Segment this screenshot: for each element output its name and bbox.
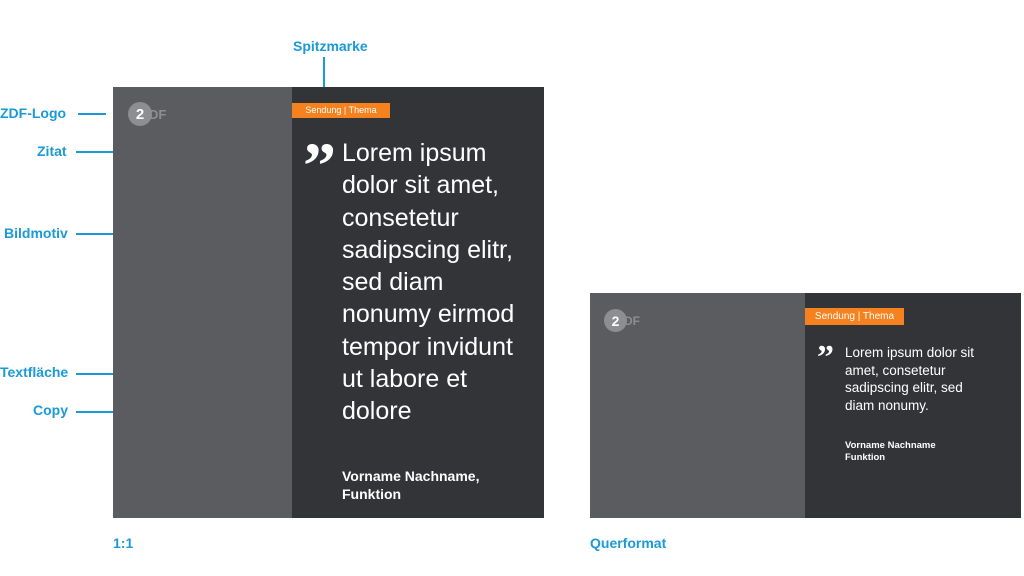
quote-line: sadipscing elitr, <box>342 235 513 264</box>
square-quote-copy: Lorem ipsum dolor sit amet, consetetur s… <box>342 137 514 428</box>
square-caption: 1:1 <box>113 535 134 551</box>
callout-copy: Copy <box>33 402 68 418</box>
quote-line: consetetur <box>342 203 459 232</box>
landscape-image-area <box>590 293 805 518</box>
landscape-text-area <box>805 293 1021 518</box>
author-function: Funktion <box>845 452 886 463</box>
callout-zdf-logo: ZDF-Logo <box>0 105 67 121</box>
quote-line: Lorem ipsum <box>342 139 487 167</box>
quote-line: nonumy eirmod <box>342 300 515 329</box>
zdf-logo-disc: 2 <box>128 102 152 126</box>
square-author: Vorname Nachname, Funktion <box>342 467 479 503</box>
square-image-area <box>113 87 292 518</box>
quote-line: amet, consetetur <box>845 362 946 378</box>
callout-bildmotiv: Bildmotiv <box>4 225 68 241</box>
quote-line: tempor invidunt <box>342 332 513 361</box>
zdf-logo-letters: DF <box>624 313 640 328</box>
leader-bildmotiv <box>76 233 139 235</box>
square-zdf-logo: 2 DF <box>128 102 166 126</box>
landscape-kicker: Sendung | Thema <box>805 308 904 325</box>
quote-line: diam nonumy. <box>845 397 929 413</box>
author-function: Funktion <box>342 486 402 502</box>
quote-line: dolor sit amet, <box>342 171 500 200</box>
quote-line: ut labore et <box>342 365 468 394</box>
author-name: Vorname Nachname <box>845 440 936 451</box>
square-kicker: Sendung | Thema <box>292 103 390 118</box>
quote-line: dolore <box>342 397 412 426</box>
callout-zitat: Zitat <box>37 143 67 159</box>
quote-line: sadipscing elitr, sed <box>845 380 963 395</box>
zdf-logo-disc: 2 <box>604 309 627 332</box>
callout-spitzmarke: Spitzmarke <box>293 38 368 54</box>
landscape-zdf-logo: 2 DF <box>604 309 640 332</box>
leader-zdf-logo <box>78 113 106 115</box>
quote-line: Lorem ipsum dolor sit <box>845 345 975 360</box>
square-quote-icon: ” <box>303 130 336 203</box>
landscape-quote-copy: Lorem ipsum dolor sit amet, consetetur s… <box>845 344 974 414</box>
callout-textflaeche: Textfläche <box>0 364 69 380</box>
zdf-logo-letters: DF <box>149 106 167 122</box>
landscape-quote-icon: ” <box>817 339 834 376</box>
leader-spitzmarke <box>323 57 325 99</box>
quote-line: sed diam <box>342 268 444 297</box>
landscape-caption: Querformat <box>590 535 667 551</box>
square-text-area <box>292 87 544 518</box>
author-name: Vorname Nachname, <box>342 468 480 484</box>
landscape-author: Vorname Nachname Funktion <box>845 440 936 464</box>
